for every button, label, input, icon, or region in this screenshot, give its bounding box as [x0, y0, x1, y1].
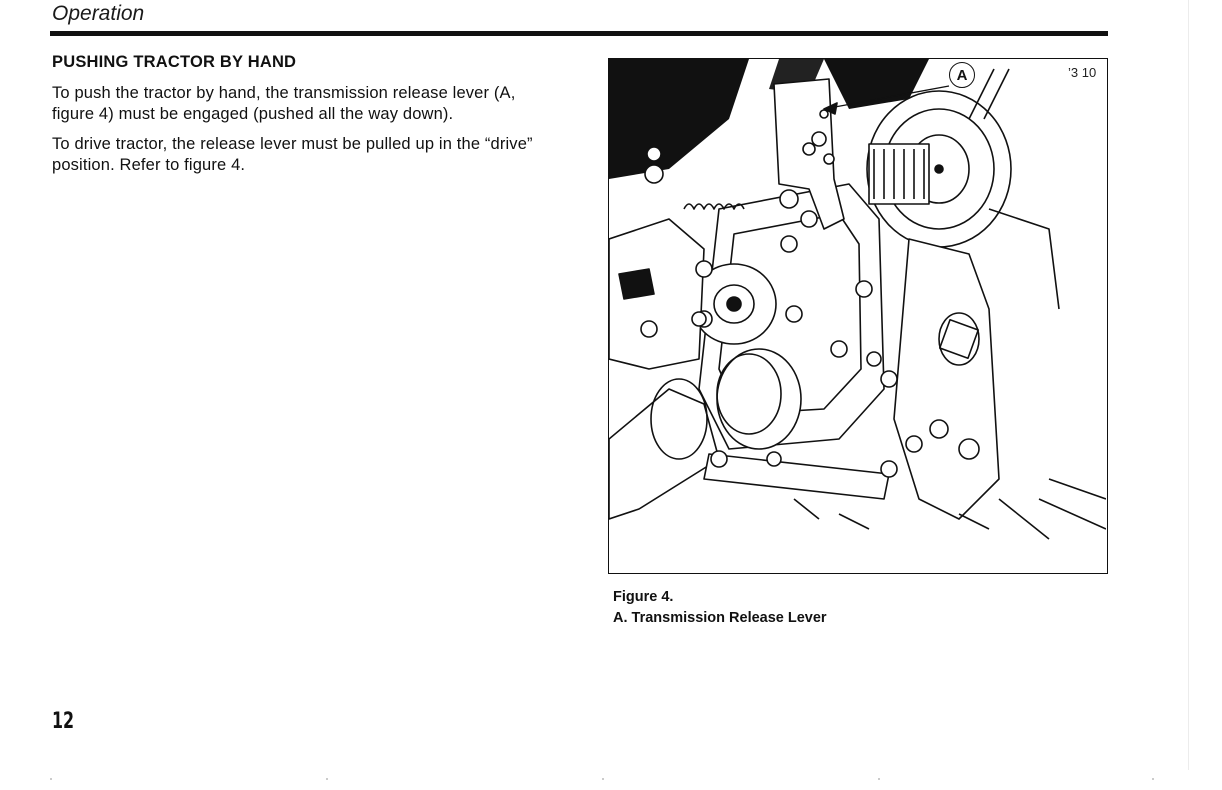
header-rule — [50, 31, 1108, 36]
page-number: 12 — [52, 709, 75, 734]
callout-a-label: A — [949, 62, 975, 88]
section-header: Operation — [52, 2, 145, 25]
scan-speck — [602, 778, 604, 780]
paragraph-drive-instructions: To drive tractor, the release lever must… — [52, 135, 533, 174]
paragraph-push-instructions: To push the tractor by hand, the transmi… — [52, 84, 516, 123]
figure-4-illustration — [608, 58, 1108, 574]
figure-code: ’3 10 — [1068, 65, 1097, 80]
scan-speck — [50, 778, 52, 780]
section-heading: PUSHING TRACTOR BY HAND — [52, 53, 297, 71]
scan-speck — [326, 778, 328, 780]
figure-caption-title: Figure 4. — [613, 589, 674, 605]
scan-edge-line — [1188, 0, 1189, 770]
scan-speck — [878, 778, 880, 780]
transmission-line-drawing — [609, 59, 1106, 540]
scan-speck — [1152, 778, 1154, 780]
figure-caption-item: A. Transmission Release Lever — [613, 610, 827, 626]
